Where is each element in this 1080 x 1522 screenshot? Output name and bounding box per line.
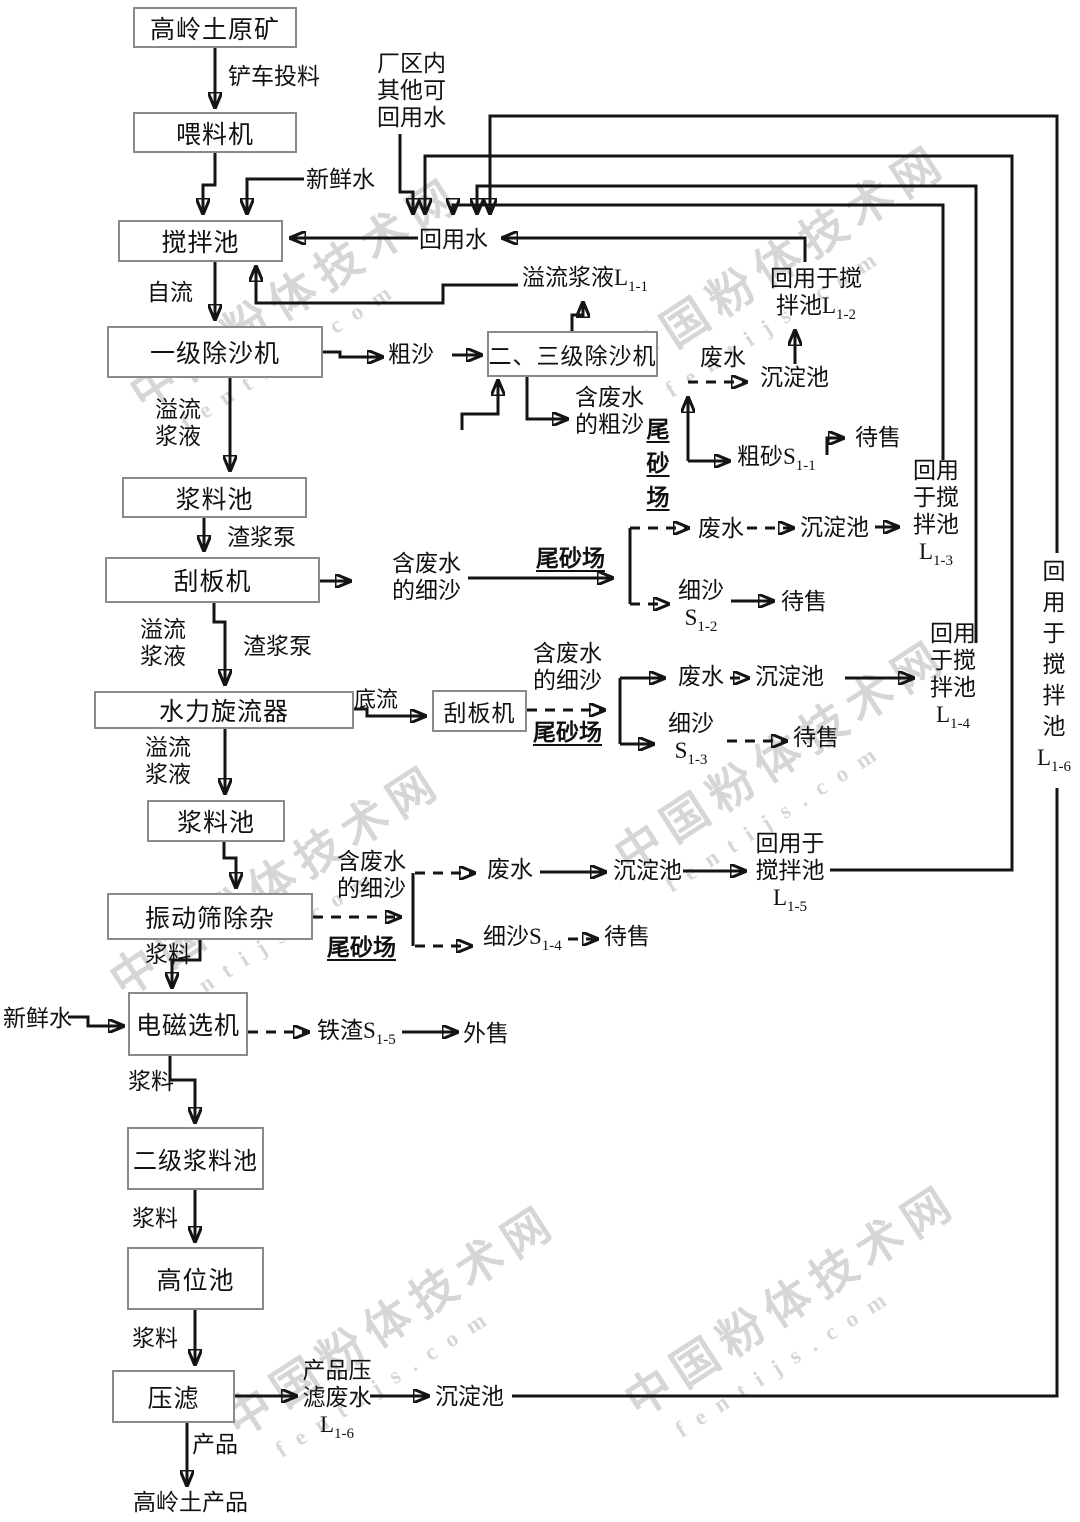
label-for-sale-4: 待售 xyxy=(604,924,650,949)
label-reuse-L12: 回用于搅 拌池L1-2 xyxy=(770,266,862,323)
label-fine-sand-S12: 细沙 S1-2 xyxy=(678,578,724,635)
label-waste-fine-sand-3: 含废水 的细沙 xyxy=(337,849,406,901)
label-slurry-pump-2: 渣浆泵 xyxy=(243,634,312,659)
label-product: 产品 xyxy=(192,1432,238,1457)
label-slurry-1: 浆料 xyxy=(145,942,191,967)
box-secondary-slurry-pool: 二级浆料池 xyxy=(127,1127,264,1190)
box-raw-ore: 高岭土原矿 xyxy=(133,7,297,48)
label-recycled-water: 回用水 xyxy=(419,227,488,252)
box-scraper-2: 刮板机 xyxy=(432,690,527,732)
label-fresh-water-2: 新鲜水 xyxy=(3,1006,72,1031)
box-press-filter: 压滤 xyxy=(112,1370,235,1423)
label-wastewater-1: 废水 xyxy=(700,345,746,370)
label-reuse-L13: 回用 于搅 拌池 L1-3 xyxy=(913,458,959,569)
label-wastewater-3: 废水 xyxy=(678,664,724,689)
label-gravity-flow: 自流 xyxy=(147,280,193,305)
label-slurry-4: 浆料 xyxy=(132,1326,178,1351)
label-wastewater-4: 废水 xyxy=(487,857,533,882)
label-overflow-slurry-1: 溢流 浆液 xyxy=(155,397,201,449)
label-sedimentation-4: 沉淀池 xyxy=(613,858,682,883)
label-tailings-yard-2: 尾砂场 xyxy=(536,546,605,571)
label-slurry-2: 浆料 xyxy=(128,1069,174,1094)
label-sedimentation-3: 沉淀池 xyxy=(755,664,824,689)
label-press-waste-L16: 产品压 滤废水 L1-6 xyxy=(302,1358,372,1442)
box-desander-23: 二、三级除沙机 xyxy=(487,331,658,377)
label-slurry-pump-1: 渣浆泵 xyxy=(227,525,296,550)
box-slurry-pool-2: 浆料池 xyxy=(147,800,285,842)
label-kaolin-product: 高岭土产品 xyxy=(133,1490,248,1515)
label-tailings-yard-1: 尾 砂 场 xyxy=(646,417,670,510)
label-outsell: 外售 xyxy=(463,1021,509,1046)
label-overflow-slurry-L11: 溢流浆液L1-1 xyxy=(522,265,649,295)
label-bottom-flow: 底流 xyxy=(354,687,399,712)
label-for-sale-1: 待售 xyxy=(855,425,901,450)
box-slurry-pool-1: 浆料池 xyxy=(122,477,307,518)
box-high-level-pool: 高位池 xyxy=(127,1247,264,1310)
label-for-sale-2: 待售 xyxy=(781,589,827,614)
box-hydrocyclone: 水力旋流器 xyxy=(94,691,354,729)
label-wastewater-2: 废水 xyxy=(698,516,744,541)
box-magnetic-separator: 电磁选机 xyxy=(128,992,248,1056)
label-for-sale-3: 待售 xyxy=(793,725,839,750)
label-sedimentation-5: 沉淀池 xyxy=(435,1384,504,1409)
box-feeder: 喂料机 xyxy=(133,112,297,153)
box-mixing-pool: 搅拌池 xyxy=(118,220,283,262)
label-iron-slag-S15: 铁渣S1-5 xyxy=(317,1018,396,1048)
label-reuse-L16: 回 用 于 搅 拌 池 L1-6 xyxy=(1036,559,1072,775)
label-fresh-water-1: 新鲜水 xyxy=(306,167,375,192)
label-reuse-L14: 回用 于搅 拌池 L1-4 xyxy=(930,621,976,732)
label-coarse-sand: 粗沙 xyxy=(388,342,434,367)
label-sedimentation-1: 沉淀池 xyxy=(760,365,829,390)
label-overflow-slurry-3: 溢流 浆液 xyxy=(145,735,191,787)
label-slurry-3: 浆料 xyxy=(132,1206,178,1231)
label-fine-sand-S13: 细沙 S1-3 xyxy=(668,711,714,768)
label-fine-sand-S14: 细沙S1-4 xyxy=(483,924,562,954)
label-waste-fine-sand-1: 含废水 的细沙 xyxy=(392,551,461,603)
label-waste-coarse-sand: 含废水 的粗沙 xyxy=(575,385,644,437)
label-sedimentation-2: 沉淀池 xyxy=(800,515,869,540)
label-tailings-yard-3: 尾砂场 xyxy=(533,720,602,745)
label-overflow-slurry-2: 溢流 浆液 xyxy=(140,617,186,669)
box-scraper-1: 刮板机 xyxy=(105,557,320,603)
label-tailings-yard-4: 尾砂场 xyxy=(327,935,396,960)
box-vibrating-screen: 振动筛除杂 xyxy=(107,893,313,940)
box-desander-1: 一级除沙机 xyxy=(107,326,323,378)
label-loader-feed: 铲车投料 xyxy=(228,64,320,89)
label-coarse-sand-S11: 粗砂S1-1 xyxy=(737,444,816,474)
label-reuse-L15: 回用于 搅拌池 L1-5 xyxy=(755,831,825,915)
label-waste-fine-sand-2: 含废水 的细沙 xyxy=(533,641,602,693)
label-plant-other-water: 厂区内 其他可 回用水 xyxy=(377,51,446,130)
